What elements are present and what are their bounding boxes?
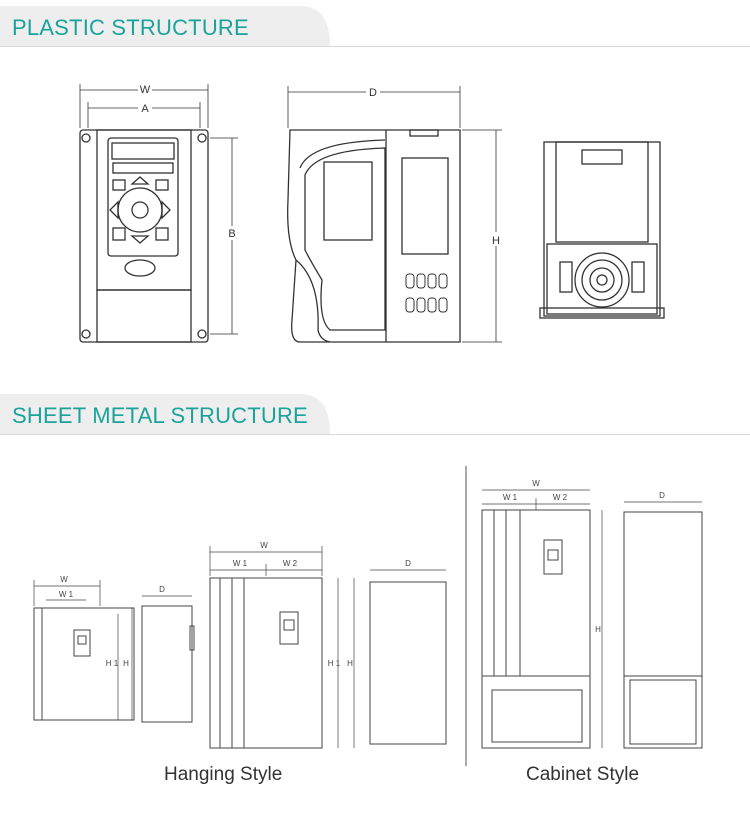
dim-label-d: D: [369, 87, 377, 99]
large-hanging-side-view: [369, 569, 447, 745]
section-divider: [0, 46, 750, 47]
sheet-dim-h: H: [123, 659, 129, 668]
sheet-dim-w: W: [532, 479, 540, 488]
dim-label-b: B: [228, 228, 235, 240]
sheet-dim-h1: H 1: [328, 659, 341, 668]
sheet-metal-section-header: SHEET METAL STRUCTURE: [0, 394, 330, 434]
sheet-dim-w: W: [60, 575, 68, 584]
sheet-metal-drawing: W W 1 H 1 H D W W 1 W 2 H 1 H D W W 1 W …: [33, 466, 703, 766]
plastic-front-view: [79, 84, 238, 343]
plastic-side-view: [287, 86, 502, 343]
plastic-bottom-view: [539, 141, 665, 319]
sheet-dim-h: H: [347, 659, 353, 668]
sheet-dim-w1: W 1: [59, 590, 74, 599]
plastic-structure-drawing: W A B D H: [79, 83, 665, 343]
dim-label-a: A: [141, 103, 149, 115]
large-hanging-front-view: [209, 546, 355, 749]
small-hanging-front-view: [33, 580, 135, 721]
small-hanging-side-view: [141, 595, 195, 723]
sheet-dim-w2: W 2: [553, 493, 568, 502]
sheet-dim-w1: W 1: [503, 493, 518, 502]
section-divider: [0, 434, 750, 435]
sheet-dim-w2: W 2: [283, 559, 298, 568]
section-tab-shape: [0, 394, 330, 434]
dim-label-w: W: [140, 84, 151, 96]
section-tab-shape: [0, 6, 330, 46]
sheet-dim-h1: H 1: [106, 659, 119, 668]
cabinet-front-view: [481, 489, 603, 749]
sheet-dim-d: D: [159, 585, 165, 594]
sheet-dim-w1: W 1: [233, 559, 248, 568]
cabinet-side-view: [623, 501, 703, 749]
sheet-dim-w: W: [260, 541, 268, 550]
sheet-dim-h: H: [595, 625, 601, 634]
sheet-dim-d: D: [659, 491, 665, 500]
plastic-section-header: PLASTIC STRUCTURE: [0, 6, 330, 46]
sheet-dim-d: D: [405, 559, 411, 568]
plastic-structure-title: PLASTIC STRUCTURE: [12, 15, 249, 40]
dim-label-h: H: [492, 235, 500, 247]
sheet-metal-structure-title: SHEET METAL STRUCTURE: [12, 403, 308, 428]
cabinet-style-caption: Cabinet Style: [526, 764, 640, 785]
hanging-style-caption: Hanging Style: [164, 764, 283, 785]
